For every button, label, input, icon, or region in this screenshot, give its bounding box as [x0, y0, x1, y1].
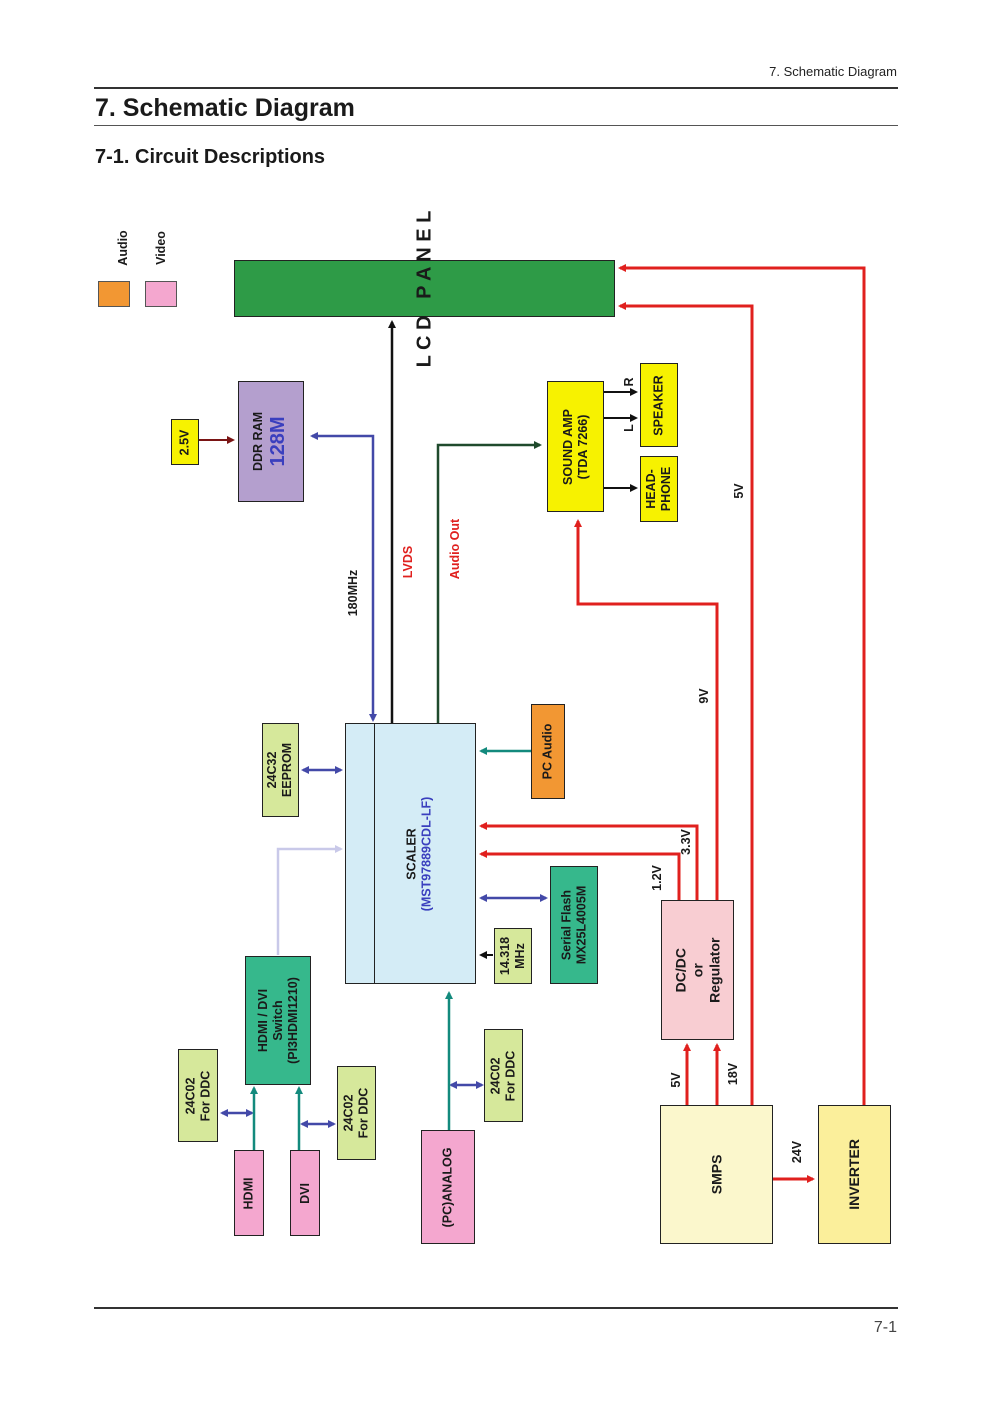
voltage-18v-label: 18V	[726, 1062, 740, 1086]
audio-out-line	[436, 441, 542, 723]
serial-flash-block: Serial Flash MX25L4005M	[550, 866, 598, 984]
ddc-dvi-label: 24C02 For DDC	[341, 1087, 371, 1139]
ddc-dvi-block: 24C02 For DDC	[337, 1066, 376, 1160]
dcdc-block: DC/DC or Regulator	[661, 900, 734, 1040]
switch-to-scaler-line	[276, 845, 343, 955]
voltage-1v2-label: 1.2V	[650, 865, 664, 891]
pc-analog-input-label: (PC)ANALOG	[440, 1147, 455, 1227]
sound-amp-block: SOUND AMP (TDA 7266)	[547, 381, 604, 512]
lcd-panel-block: L C D P A N E L	[234, 210, 615, 367]
lcd-panel-label: L C D P A N E L	[413, 210, 436, 367]
ddc-analog-block: 24C02 For DDC	[484, 1029, 523, 1122]
inverter-to-panel-line	[618, 264, 866, 1105]
running-head: 7. Schematic Diagram	[769, 64, 897, 79]
smps-block: SMPS	[660, 1105, 773, 1244]
pc-audio-label: PC Audio	[540, 723, 555, 780]
serial-flash-label: Serial Flash MX25L4005M	[559, 885, 589, 965]
scaler-block: SCALER (MST97889CDL-LF)	[345, 723, 476, 984]
pc-analog-input-block: (PC)ANALOG	[421, 1130, 475, 1244]
ddc-analog-label: 24C02 For DDC	[488, 1050, 518, 1101]
ddc-hdmi-block: 24C02 For DDC	[178, 1049, 218, 1142]
dvi-input-block: DVI	[290, 1150, 320, 1236]
voltage-9v-label: 9V	[697, 688, 711, 704]
voltage-5v-panel-label: 5V	[732, 483, 746, 499]
legend-video-swatch	[145, 281, 177, 307]
smps-5v-to-panel-line	[618, 302, 754, 1105]
dcdc-3v3-to-scaler-line	[479, 822, 699, 900]
channel-l-label: L	[622, 424, 636, 432]
hdmi-switch-label: HDMI / DVI Switch (PI3HDMI1210)	[255, 977, 300, 1064]
ram-supply-label: 2.5V	[177, 429, 192, 455]
dcdc-1v2-to-scaler-line	[479, 850, 681, 900]
smps-label: SMPS	[708, 1154, 725, 1195]
dvi-input-label: DVI	[297, 1182, 312, 1204]
speaker-block: SPEAKER	[640, 363, 678, 447]
section-title: 7-1. Circuit Descriptions	[95, 146, 326, 168]
dcdc-9v-to-soundamp-line	[574, 519, 719, 900]
footer-rule	[94, 1307, 898, 1309]
header-rule	[94, 87, 898, 89]
ddc-hdmi-label: 24C02 For DDC	[183, 1070, 213, 1121]
headphone-label: HEAD- PHONE	[644, 466, 674, 512]
legend-audio-label: Audio	[116, 230, 130, 266]
voltage-5v-smps-label: 5V	[669, 1072, 683, 1088]
ram-bus-line	[310, 432, 377, 722]
signal-180mhz-label: 180MHz	[346, 569, 360, 617]
scaler-label: SCALER (MST97889CDL-LF)	[404, 796, 434, 911]
sound-amp-label: SOUND AMP (TDA 7266)	[560, 408, 590, 485]
channel-r-label: R	[622, 377, 636, 387]
page-number: 7-1	[873, 1319, 897, 1336]
legend-video-label: Video	[154, 231, 168, 265]
hdmi-switch-block: HDMI / DVI Switch (PI3HDMI1210)	[245, 956, 311, 1085]
dcdc-label: DC/DC or Regulator	[672, 937, 722, 1003]
scaler-divider	[374, 724, 375, 983]
voltage-24v-label: 24V	[790, 1140, 804, 1164]
crystal-label: 14.318 MHz	[498, 936, 528, 976]
signal-lvds-label: LVDS	[401, 545, 415, 579]
voltage-3v3-label: 3.3V	[679, 829, 693, 855]
eeprom-block: 24C32 EEPROM	[262, 723, 299, 817]
ddr-ram-label: DDR RAM 128M	[251, 411, 290, 472]
speaker-label: SPEAKER	[651, 374, 666, 436]
pc-audio-block: PC Audio	[531, 704, 565, 799]
hdmi-input-block: HDMI	[234, 1150, 264, 1236]
title-rule	[94, 125, 898, 126]
ram-supply-block: 2.5V	[171, 419, 199, 465]
inverter-label: INVERTER	[846, 1139, 863, 1210]
inverter-block: INVERTER	[818, 1105, 891, 1244]
ddr-ram-block: DDR RAM 128M	[238, 381, 304, 502]
crystal-block: 14.318 MHz	[494, 928, 532, 984]
signal-audio-out-label: Audio Out	[448, 518, 462, 580]
legend-audio-swatch	[98, 281, 130, 307]
headphone-block: HEAD- PHONE	[640, 456, 678, 522]
eeprom-label: 24C32 EEPROM	[265, 742, 295, 798]
chapter-title: 7. Schematic Diagram	[95, 94, 355, 122]
hdmi-input-label: HDMI	[241, 1177, 256, 1209]
